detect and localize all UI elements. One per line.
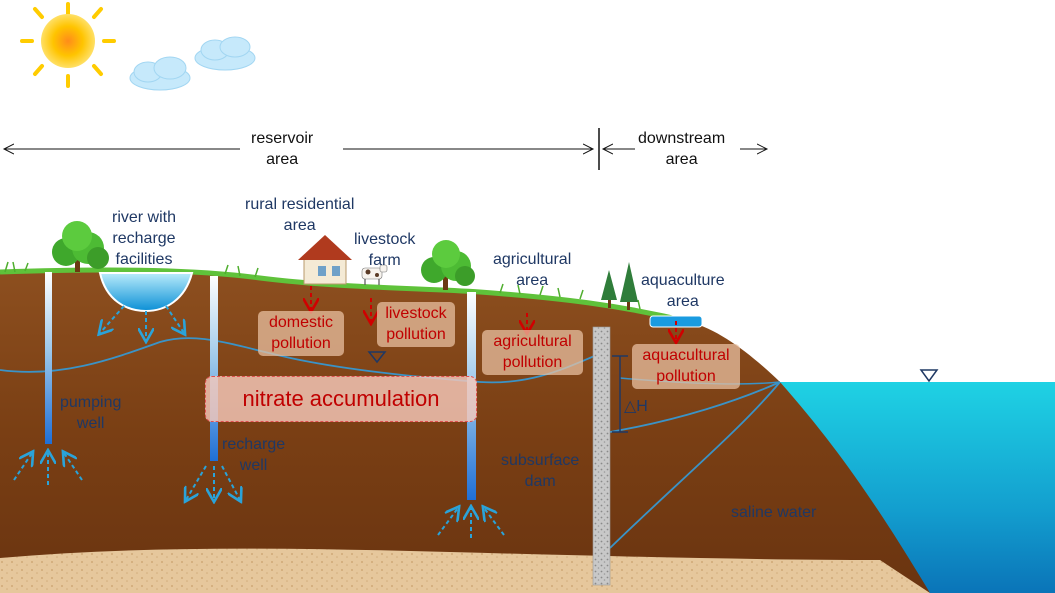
pollution-arrows: [311, 286, 676, 341]
subsurface-dam: [592, 326, 611, 586]
sun-icon: [20, 2, 116, 88]
water-table-line: [0, 337, 611, 384]
sand-layer: [0, 548, 930, 593]
grass-blades: [4, 261, 641, 310]
aquaculture-area-label: aquaculture area: [641, 272, 725, 310]
pumping-well-label: pumping well: [60, 394, 122, 432]
water-level-icon: [919, 369, 939, 383]
tree-icon: [421, 240, 475, 290]
soil-layer: [0, 270, 930, 593]
agricultural-area-label: agricultural area: [493, 251, 572, 289]
subsurface-dam-label: subsurface dam: [501, 452, 580, 490]
recharge-well: [210, 276, 218, 461]
livestock-pollution-tag: livestock pollution: [377, 302, 455, 347]
pine-tree-icon: [601, 262, 638, 310]
saline-water-label: saline water: [731, 504, 817, 521]
nitrate-accumulation-box: nitrate accumulation: [205, 376, 477, 422]
delta-h-label: △H: [624, 398, 648, 415]
house-icon: [298, 235, 352, 285]
reservoir-area-label: reservoir area: [251, 130, 314, 168]
area-arrows: [4, 128, 767, 170]
agricultural-pollution-tag: agricultural pollution: [482, 330, 583, 375]
cloud-icon: [129, 36, 256, 91]
rural-residential-label: rural residential area: [245, 196, 355, 234]
flow-arrows: [13, 305, 505, 538]
pumping-well: [45, 272, 52, 444]
tree-icon: [52, 221, 109, 272]
river-recharge-pond: [98, 272, 194, 313]
recharge-well-label: recharge well: [222, 436, 286, 474]
cow-icon: [361, 264, 388, 285]
sea: [770, 382, 1055, 593]
delta-h-bracket: [612, 355, 628, 433]
livestock-farm-label: livestock farm: [354, 231, 416, 269]
downstream-water-table: [609, 381, 781, 433]
river-label: river with recharge facilities: [112, 209, 177, 268]
saline-interface: [609, 381, 781, 549]
grass-strip: [0, 267, 691, 325]
domestic-pollution-tag: domestic pollution: [258, 311, 344, 356]
water-level-icon: [367, 351, 387, 364]
downstream-area-label: downstream area: [638, 130, 726, 168]
aquacultural-pollution-tag: aquacultural pollution: [632, 344, 740, 389]
